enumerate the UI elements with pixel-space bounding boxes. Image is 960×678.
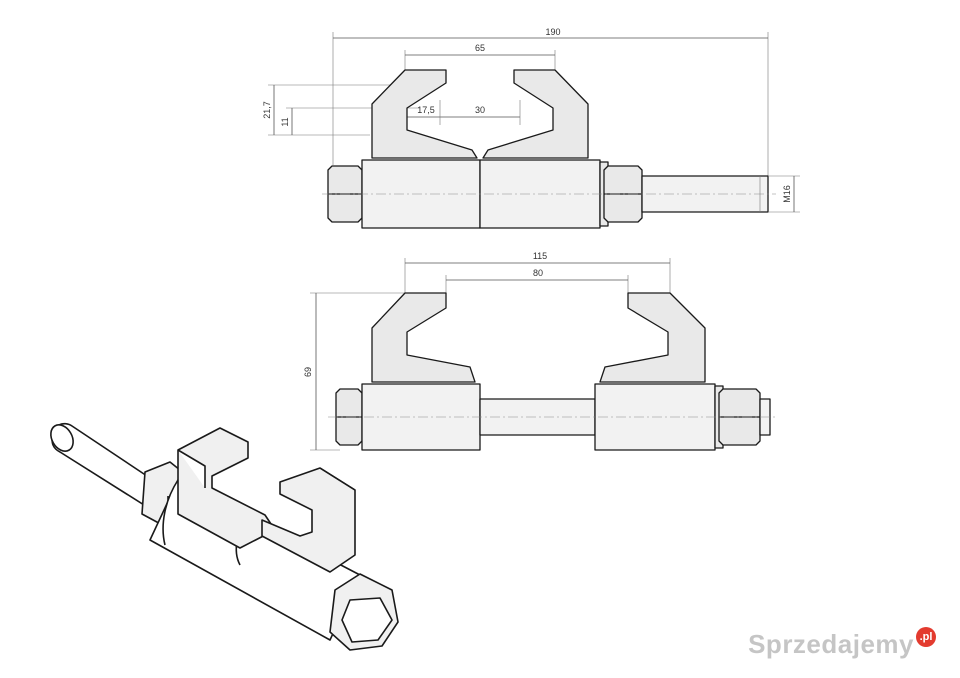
isometric-view (50, 422, 399, 651)
dim-label-slot-width: 30 (475, 105, 485, 115)
dim-label-thread: M16 (782, 185, 792, 203)
dim-label-height: 69 (303, 367, 313, 377)
bottom-view: 115 80 69 (303, 251, 776, 451)
top-view: 190 65 21,7 11 17,5 30 (262, 27, 800, 229)
iso-left-jaw (177, 427, 276, 549)
dim-label-outer-span: 115 (533, 251, 547, 261)
dim-label-inner-span: 80 (533, 268, 543, 278)
watermark-badge: .pl (916, 627, 936, 647)
right-clamp-jaw-open (599, 292, 706, 383)
watermark-text: Sprzedajemy (748, 629, 914, 659)
dim-label-jaw-gap: 17,5 (417, 105, 435, 115)
watermark: Sprzedajemy .pl (748, 627, 936, 660)
dim-label-clamp-span: 65 (475, 43, 485, 53)
right-clamp-jaw (482, 69, 589, 159)
left-clamp-jaw-open (371, 292, 476, 383)
dim-label-overall-length: 190 (545, 27, 560, 37)
dim-label-jaw-depth: 11 (280, 117, 290, 126)
dim-label-jaw-height: 21,7 (262, 101, 272, 119)
left-clamp-jaw (371, 69, 478, 159)
